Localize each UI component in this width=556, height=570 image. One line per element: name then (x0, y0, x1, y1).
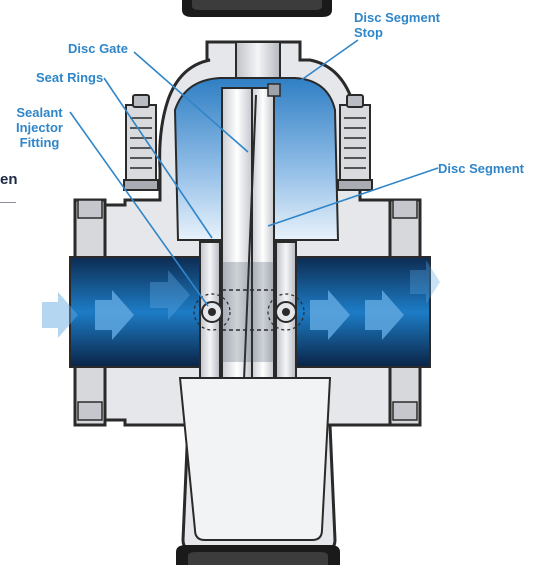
sealant-injector-fitting-label: Sealant Injector Fitting (16, 105, 63, 150)
sealant-injector-label-line3: Fitting (19, 135, 60, 150)
disc-segment-stop-label-line1: Disc Segment (354, 10, 440, 25)
flow-arrows (42, 260, 440, 340)
disc-gate-label: Disc Gate (68, 41, 128, 56)
lower-cavity (178, 377, 332, 541)
seat-rings-label: Seat Rings (36, 70, 104, 85)
disc-segment-stop-label-line2: Stop (354, 25, 383, 40)
disc-segment-label: Disc Segment (438, 161, 524, 176)
sealant-injector-label-line2: Injector (16, 120, 63, 135)
sealant-injector-fittings (193, 293, 305, 331)
top-actuator (182, 0, 332, 17)
bonnet-bolts (123, 94, 373, 191)
sealant-injector-label-line1: Sealant (16, 105, 63, 120)
cropped-heading-rule (0, 202, 16, 203)
disc-assembly (221, 83, 281, 385)
cropped-heading-fragment: en (0, 171, 18, 188)
disc-segment-stop-label: Disc Segment Stop (354, 10, 440, 40)
leader-lines (69, 39, 439, 307)
bottom-actuator (176, 545, 340, 565)
